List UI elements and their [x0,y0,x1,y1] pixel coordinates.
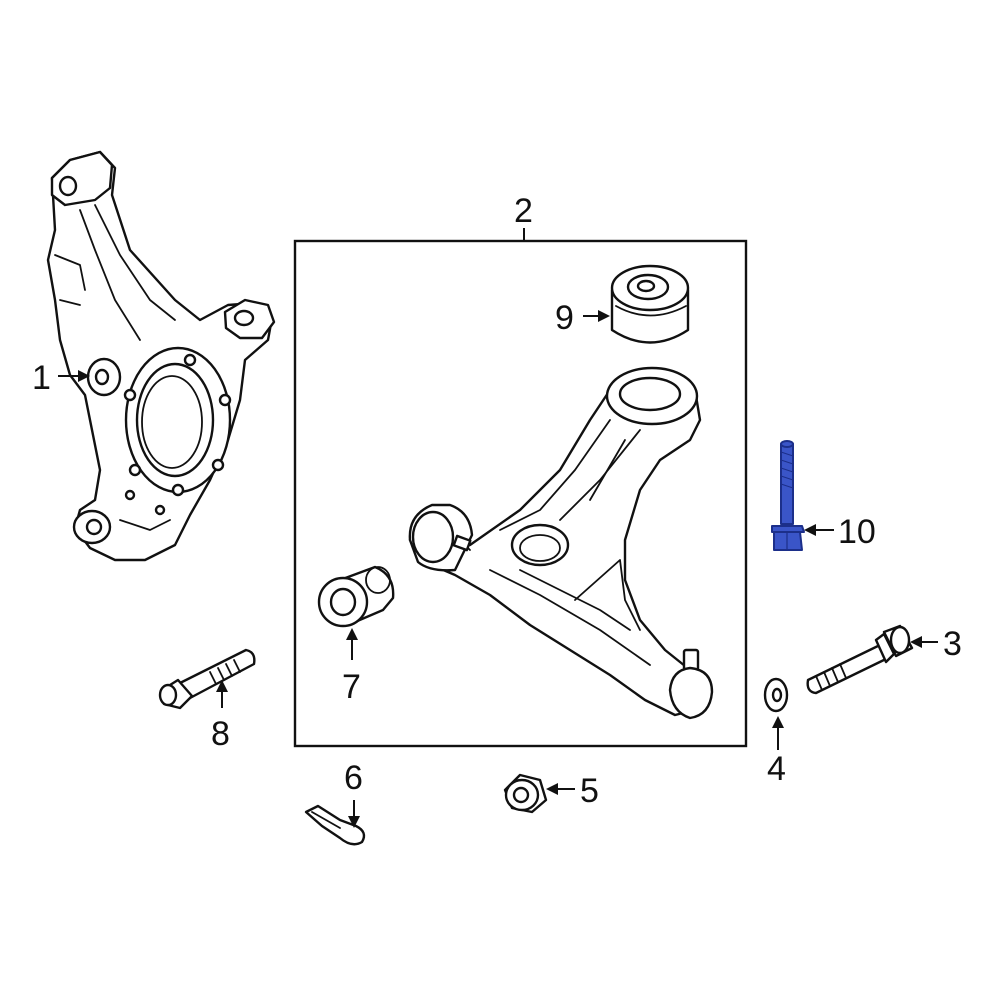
callout-4: 4 [767,750,786,788]
leader-lines [58,310,938,828]
bolt-head [773,531,803,551]
bolt-highlighted-part[interactable] [771,440,805,551]
nut-part[interactable] [503,773,548,814]
cotter-pin-part[interactable] [304,804,366,846]
callout-labels: 1 2 3 4 5 6 7 8 9 10 [32,192,962,810]
callout-2: 2 [514,192,533,230]
callout-7: 7 [342,668,361,706]
control-arm-assembly-box [293,228,748,748]
callout-5: 5 [580,772,599,810]
callout-1: 1 [32,359,51,397]
bushing-sleeve-part[interactable] [317,565,395,628]
short-bolt-part[interactable] [158,648,256,710]
callout-6: 6 [344,759,363,797]
callout-3: 3 [943,625,962,663]
long-bolt-part[interactable] [806,624,914,695]
callout-10: 10 [838,513,876,551]
washer-part[interactable] [763,677,789,713]
bolt-shank [780,443,794,525]
callout-8: 8 [211,715,230,753]
callout-9: 9 [555,299,574,337]
steering-knuckle-part[interactable] [46,150,276,562]
lower-control-arm-part[interactable] [408,366,714,720]
bushing-part[interactable] [610,264,690,344]
